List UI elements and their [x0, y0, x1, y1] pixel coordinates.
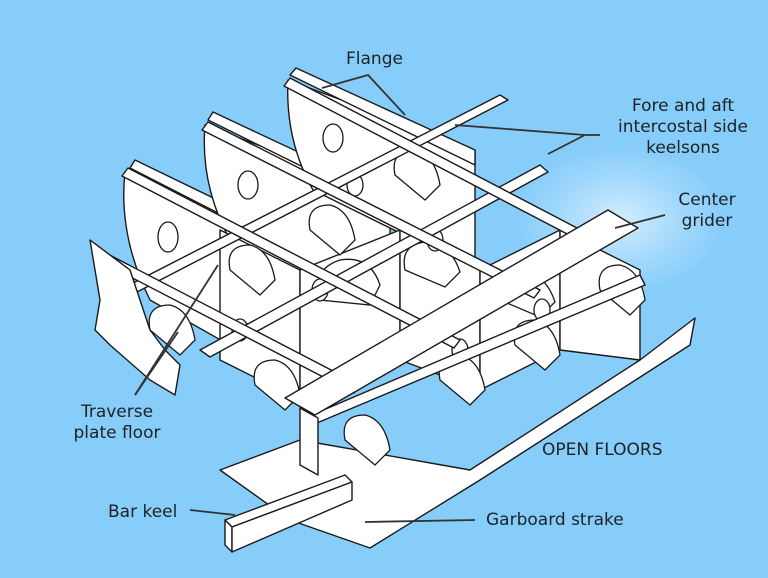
label-flange: Flange	[346, 49, 403, 69]
label-traverse-line1: Traverse	[80, 402, 154, 422]
flanges	[93, 77, 601, 394]
label-traverse-plate-floor: Traverse plate floor	[58, 402, 176, 444]
label-fore-aft-keelsons: Fore and aft intercostal side keelsons	[604, 96, 762, 159]
label-center-girder: Center grider	[665, 190, 749, 232]
leader-lines	[134, 73, 666, 523]
torn-floor-edge	[89, 239, 181, 396]
label-center-line1: Center	[678, 190, 736, 210]
center-girder	[284, 209, 639, 476]
label-center-line2: grider	[681, 211, 733, 231]
label-fore-aft-line2: intercostal side	[618, 117, 748, 137]
label-open-floors: OPEN FLOORS	[542, 440, 663, 460]
label-garboard-strake: Garboard strake	[486, 510, 624, 530]
label-bar-keel: Bar keel	[108, 502, 178, 522]
label-fore-aft-line3: keelsons	[646, 138, 720, 158]
bar-keel	[224, 474, 353, 553]
label-fore-aft-line1: Fore and aft	[631, 96, 735, 116]
label-traverse-line2: plate floor	[73, 423, 161, 443]
